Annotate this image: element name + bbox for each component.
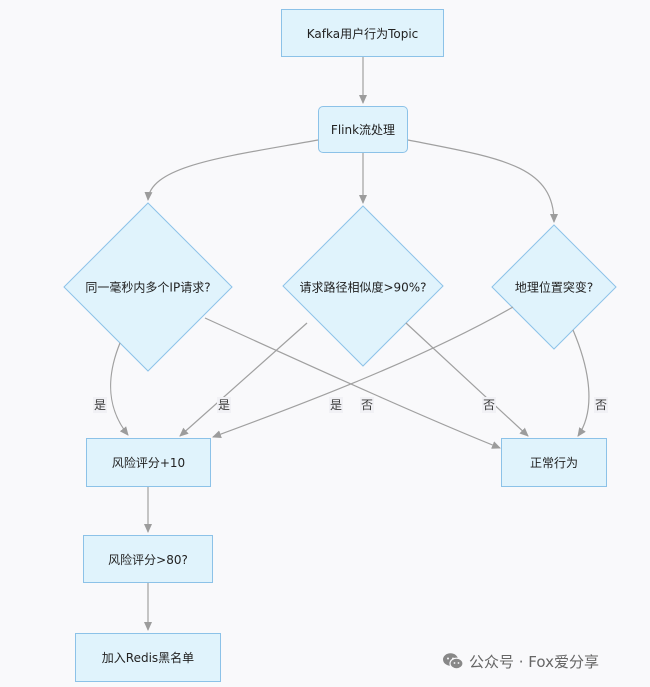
edge-label-d3-no: 否 bbox=[593, 397, 609, 413]
node-flink: Flink流处理 bbox=[318, 106, 408, 153]
edge-label-d3-yes: 是 bbox=[328, 397, 344, 413]
edge-label-d2-yes: 是 bbox=[216, 397, 232, 413]
watermark-text: 公众号 · Fox爱分享 bbox=[469, 652, 599, 671]
node-normal-behavior: 正常行为 bbox=[501, 438, 607, 487]
decision-path-similarity-label: 请求路径相似度>90%? bbox=[299, 280, 427, 295]
node-kafka-topic: Kafka用户行为Topic bbox=[281, 9, 444, 57]
node-risk-score-check: 风险评分>80? bbox=[83, 535, 213, 583]
edge-d1-no bbox=[204, 317, 501, 449]
decision-geo-jump-shape bbox=[491, 224, 617, 350]
decision-multi-ip-shape bbox=[63, 202, 233, 372]
edge-d3-no bbox=[572, 329, 590, 437]
decision-multi-ip-label: 同一毫秒内多个IP请求? bbox=[85, 280, 211, 295]
node-risk-score-add: 风险评分+10 bbox=[86, 438, 211, 487]
edge-d2-no bbox=[405, 322, 529, 437]
edge-d3-yes bbox=[212, 306, 514, 438]
edge-flink-d1 bbox=[144, 139, 319, 201]
wechat-icon bbox=[443, 653, 464, 670]
decision-path-similarity-shape bbox=[282, 205, 444, 367]
decision-geo-jump-label: 地理位置突变? bbox=[514, 280, 594, 295]
edge-flink-d3 bbox=[407, 139, 558, 223]
edge-label-d2-no: 否 bbox=[481, 397, 497, 413]
node-add-blacklist: 加入Redis黑名单 bbox=[75, 633, 221, 682]
edge-label-d1-yes: 是 bbox=[92, 397, 108, 413]
edge-d2-yes bbox=[179, 322, 308, 437]
edge-d1-yes bbox=[110, 342, 129, 436]
watermark: 公众号 · Fox爱分享 bbox=[442, 649, 599, 673]
edge-label-d1-no: 否 bbox=[359, 397, 375, 413]
